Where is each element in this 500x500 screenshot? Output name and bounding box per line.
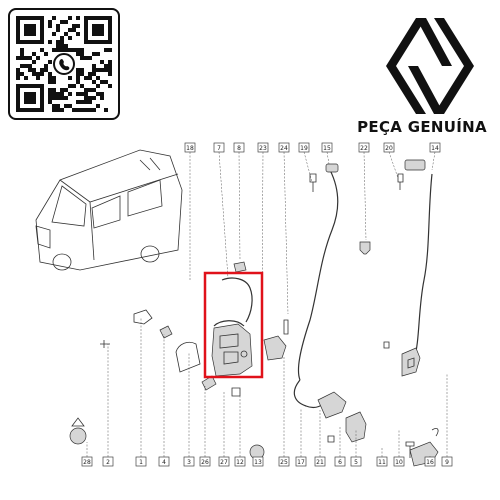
callout-label: 1 — [139, 459, 143, 466]
callout-box — [278, 456, 290, 467]
callout-label: 26 — [201, 459, 209, 466]
callout-17: 17 — [295, 456, 307, 467]
qr-code-card[interactable] — [8, 8, 120, 120]
callout-4: 4 — [158, 456, 170, 467]
callout-box — [424, 456, 436, 467]
callout-box — [213, 142, 225, 153]
callout-label: 16 — [426, 459, 434, 466]
callout-28: 28 — [81, 456, 93, 467]
callout-8: 8 — [233, 142, 245, 153]
brand-tagline: PEÇA GENUÍNA — [357, 118, 487, 136]
phone-icon — [59, 59, 70, 71]
callout-label: 25 — [280, 459, 288, 466]
callout-box — [184, 142, 196, 153]
callout-label: 18 — [186, 145, 194, 152]
callout-label: 2 — [106, 459, 110, 466]
callout-22: 22 — [358, 142, 370, 153]
callout-18: 18 — [184, 142, 196, 153]
callout-box — [314, 456, 326, 467]
callout-label: 21 — [316, 459, 324, 466]
callout-box — [183, 456, 195, 467]
callout-box — [298, 142, 310, 153]
callout-box — [158, 456, 170, 467]
callout-16: 16 — [424, 456, 436, 467]
callout-19: 19 — [298, 142, 310, 153]
callout-20: 20 — [383, 142, 395, 153]
callout-label: 28 — [83, 459, 91, 466]
top-callouts: 18 7 8 23 24 19 15 22 20 14 — [184, 142, 441, 153]
callout-12: 12 — [234, 456, 246, 467]
callout-label: 20 — [385, 145, 393, 152]
callout-box — [334, 456, 346, 467]
callout-label: 12 — [236, 459, 244, 466]
callout-27: 27 — [218, 456, 230, 467]
callout-box — [321, 142, 333, 153]
callout-box — [358, 142, 370, 153]
callout-label: 17 — [297, 459, 305, 466]
callout-label: 10 — [395, 459, 403, 466]
callout-label: 6 — [338, 459, 342, 466]
callout-14: 14 — [429, 142, 441, 153]
callout-box — [233, 142, 245, 153]
callout-label: 23 — [259, 145, 267, 152]
callout-9: 9 — [441, 456, 453, 467]
callout-label: 19 — [300, 145, 308, 152]
callout-box — [218, 456, 230, 467]
parts — [69, 159, 439, 467]
van-illustration — [35, 149, 183, 271]
callout-25: 25 — [278, 456, 290, 467]
callout-3: 3 — [183, 456, 195, 467]
callout-box — [429, 142, 441, 153]
callout-box — [199, 456, 211, 467]
callout-label: 14 — [431, 145, 439, 152]
qr-code-icon — [16, 16, 112, 112]
callout-box — [252, 456, 264, 467]
callout-box — [257, 142, 269, 153]
callout-24: 24 — [278, 142, 290, 153]
callout-2: 2 — [102, 456, 114, 467]
callout-label: 4 — [162, 459, 166, 466]
callout-23: 23 — [257, 142, 269, 153]
callout-box — [393, 456, 405, 467]
callout-label: 7 — [217, 145, 221, 152]
callout-box — [383, 142, 395, 153]
callout-label: 15 — [323, 145, 331, 152]
callout-box — [441, 456, 453, 467]
callout-box — [295, 456, 307, 467]
highlighted-part-frame — [203, 271, 264, 379]
callout-label: 3 — [187, 459, 191, 466]
callout-label: 22 — [360, 145, 368, 152]
callout-box — [81, 456, 93, 467]
callout-13: 13 — [252, 456, 264, 467]
callout-label: 27 — [220, 459, 228, 466]
callout-21: 21 — [314, 456, 326, 467]
callout-label: 5 — [354, 459, 358, 466]
callout-5: 5 — [350, 456, 362, 467]
callout-box — [278, 142, 290, 153]
callout-box — [376, 456, 388, 467]
callout-11: 11 — [376, 456, 388, 467]
callout-7: 7 — [213, 142, 225, 153]
callout-label: 13 — [254, 459, 262, 466]
callout-box — [102, 456, 114, 467]
renault-diamond-logo-icon — [386, 18, 474, 114]
callout-26: 26 — [199, 456, 211, 467]
callout-box — [234, 456, 246, 467]
callout-label: 11 — [378, 459, 386, 466]
callout-label: 24 — [280, 145, 288, 152]
callout-1: 1 — [135, 456, 147, 467]
callout-6: 6 — [334, 456, 346, 467]
callout-label: 8 — [237, 145, 241, 152]
callout-box — [135, 456, 147, 467]
callout-10: 10 — [393, 456, 405, 467]
callout-15: 15 — [321, 142, 333, 153]
callout-label: 9 — [445, 459, 449, 466]
callout-box — [350, 456, 362, 467]
whatsapp-icon — [53, 53, 75, 75]
